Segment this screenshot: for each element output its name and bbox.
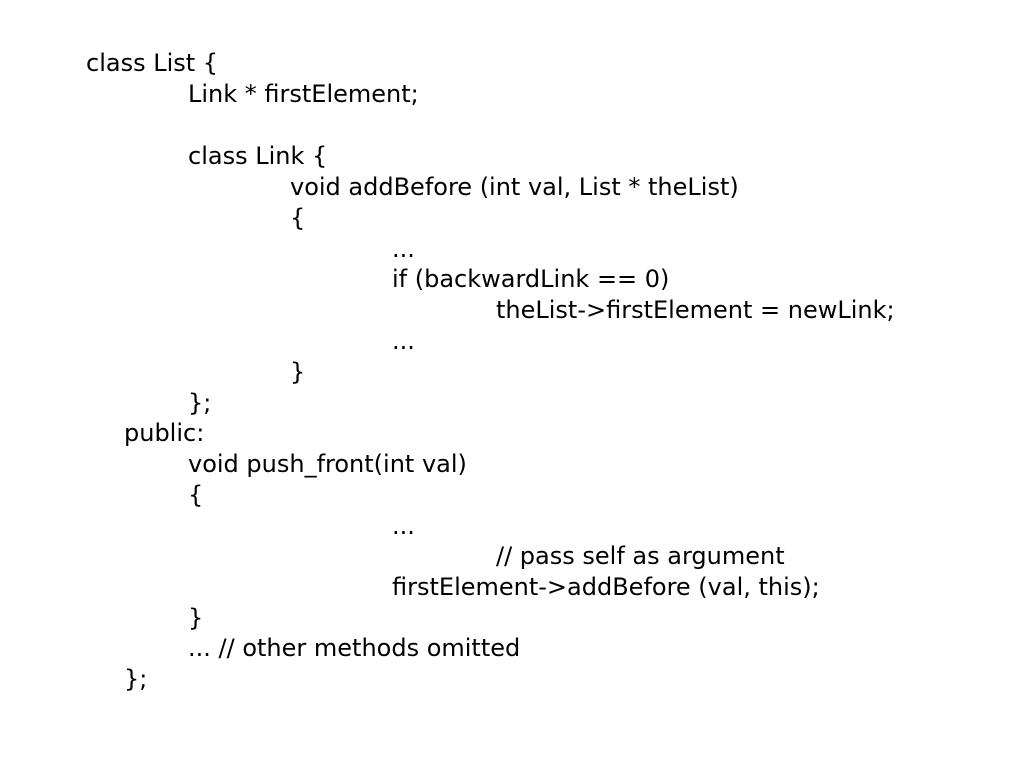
code-line-push-front-open-brace: { [188, 481, 204, 509]
code-line-push-front-signature: void push_front(int val) [188, 450, 467, 478]
code-line-comment-pass-self: // pass self as argument [496, 542, 785, 570]
code-line-add-before-close-brace: } [290, 358, 306, 386]
code-line-push-front-close-brace: } [188, 604, 204, 632]
code-line-public: public: [124, 419, 205, 447]
code-line-if-backward-link: if (backwardLink == 0) [392, 265, 670, 293]
code-line-add-before-signature: void addBefore (int val, List * theList) [290, 173, 739, 201]
code-line-ellipsis-3: ... [392, 512, 415, 540]
code-line-class-list-close: }; [124, 665, 148, 693]
code-line-call-add-before: firstElement->addBefore (val, this); [392, 573, 820, 601]
code-line-ellipsis-2: ... [392, 327, 415, 355]
code-line-ellipsis-1: ... [392, 235, 415, 263]
code-line-assign-first-element: theList->firstElement = newLink; [496, 296, 895, 324]
code-line-first-element-member: Link * firstElement; [188, 80, 419, 108]
code-line-add-before-open-brace: { [290, 204, 306, 232]
code-line-other-methods-omitted: ... // other methods omitted [188, 634, 521, 662]
code-line-class-link-close: }; [188, 389, 212, 417]
code-line-class-list: class List { [86, 49, 219, 77]
code-line-class-link: class Link { [188, 142, 328, 170]
